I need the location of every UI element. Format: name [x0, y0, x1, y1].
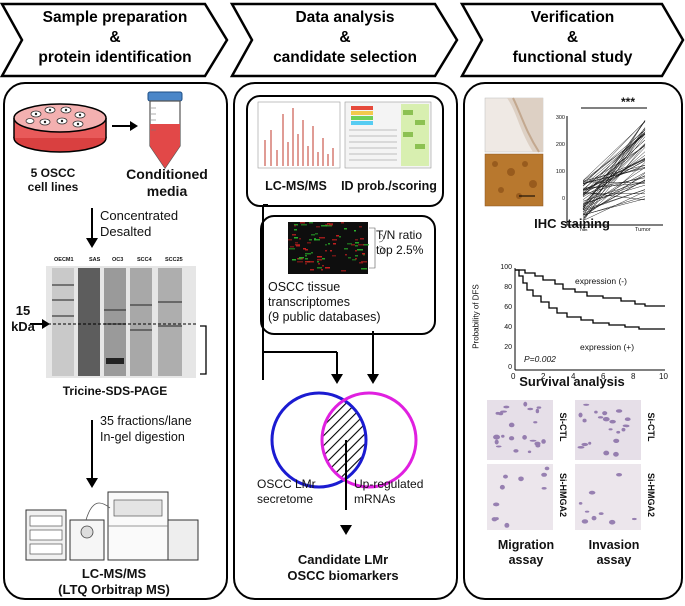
km-positive-label: expression (+)	[580, 342, 635, 352]
invasion-assay-label: Invasion assay	[588, 538, 640, 567]
candidate-biomarkers-label: Candidate LMr OSCC biomarkers	[287, 552, 399, 583]
significance-marker: ***	[620, 95, 635, 109]
scatter-ytick: 300	[555, 115, 565, 121]
km-ytick: 20	[504, 344, 512, 351]
km-xtick: 4	[571, 372, 576, 381]
scatter-ytick: 0	[561, 196, 565, 202]
km-p-value: P=0.002	[524, 354, 556, 364]
km-curve-negative	[515, 269, 665, 307]
km-xtick: 0	[511, 372, 516, 381]
km-ytick: 0	[508, 364, 512, 371]
survival-analysis-label: Survival analysis	[519, 374, 625, 389]
ihc-image-tumor	[484, 153, 544, 207]
gel-lane-label: SAS	[89, 257, 101, 263]
km-negative-label: expression (-)	[575, 276, 627, 286]
venn-right-circle	[320, 391, 418, 489]
marker-15kda-label: 15 kDa	[11, 303, 35, 334]
invasion-hmga2-image	[575, 464, 641, 530]
venn-left-circle	[270, 391, 368, 489]
ihc-image-normal	[484, 97, 544, 153]
km-x-ticks: 0 2 4 6 8 10	[510, 372, 670, 384]
gel-lane-labels: OECM1 SAS OC3 SCC4 SCC25	[50, 257, 196, 266]
transcriptomes-label: OSCC tissue transcriptomes (9 public dat…	[268, 280, 381, 324]
gel-lane-label: OECM1	[54, 257, 74, 263]
lcms-label: LC-MS/MS	[265, 179, 327, 193]
scatter-ytick: 200	[555, 142, 565, 148]
km-ytick: 80	[504, 284, 512, 291]
tn-ratio-label: T/N ratio top 2.5%	[376, 228, 424, 257]
id-scoring-table-image	[344, 101, 432, 169]
paired-scatter-plot	[566, 107, 663, 226]
gel-image	[46, 266, 196, 378]
lc-ms-instrument-icon	[25, 491, 199, 561]
petri-dish-icon	[13, 103, 107, 153]
km-curve-positive	[515, 269, 665, 330]
km-ytick: 100	[500, 264, 512, 271]
gel-lane-label: SCC4	[137, 257, 152, 263]
left-column-graphics	[13, 91, 207, 561]
km-y-ticks: 100 80 60 40 20 0	[494, 264, 514, 374]
km-xtick: 2	[541, 372, 546, 381]
gel-lane-label: OC3	[112, 257, 124, 263]
gel-lane-label: SCC25	[165, 257, 183, 263]
digestion-step-label: 35 fractions/lane In-gel digestion	[100, 414, 192, 444]
ihc-staining-label: IHC staining	[534, 216, 610, 231]
migration-assay-label: Migration assay	[497, 538, 555, 567]
instrument-label: LC-MS/MS (LTQ Orbitrap MS)	[58, 566, 170, 597]
km-ytick: 60	[504, 304, 512, 311]
header-chevrons	[0, 2, 685, 78]
si-hmga2-label-invasion: Si-HMGA2	[646, 472, 656, 517]
km-xtick: 10	[659, 372, 668, 381]
venn-right-label: Up-regulated mRNAs	[354, 477, 424, 506]
column-header-verification: Verification & functional study	[512, 9, 633, 66]
si-ctl-label-invasion: Si-CTL	[646, 412, 656, 442]
cell-lines-label: 5 OSCC cell lines	[27, 166, 79, 194]
si-hmga2-label-migration: Si-HMGA2	[558, 472, 568, 517]
km-y-axis-label: Probability of DFS	[471, 284, 481, 349]
scatter-y-ticks: 300 200 100 0	[547, 111, 565, 221]
km-xtick: 8	[631, 372, 636, 381]
scatter-xtick: NE	[580, 227, 588, 233]
mass-spectrum-image	[257, 101, 341, 169]
si-ctl-label-migration: Si-CTL	[558, 412, 568, 442]
km-ytick: 40	[504, 324, 512, 331]
gel-title: Tricine-SDS-PAGE	[62, 384, 168, 398]
conical-tube-icon	[147, 91, 183, 170]
heatmap-image	[288, 222, 369, 274]
scatter-ytick: 100	[555, 169, 565, 175]
km-survival-plot	[514, 268, 665, 371]
venn-left-label: OSCC LMr secretome	[257, 477, 316, 506]
right-column-graphics	[484, 97, 665, 530]
column-header-sample-prep: Sample preparation & protein identificat…	[38, 9, 192, 66]
invasion-ctl-image	[575, 400, 641, 460]
km-xtick: 6	[601, 372, 606, 381]
migration-ctl-image	[487, 400, 553, 460]
conditioned-media-label: Conditioned media	[126, 166, 208, 199]
scatter-xtick: Tumor	[635, 227, 651, 233]
concentration-step-label: Concentrated Desalted	[100, 208, 179, 239]
id-scoring-label: ID prob./scoring	[341, 179, 437, 193]
middle-column-graphics	[257, 101, 432, 510]
column-header-data-analysis: Data analysis & candidate selection	[273, 9, 417, 66]
